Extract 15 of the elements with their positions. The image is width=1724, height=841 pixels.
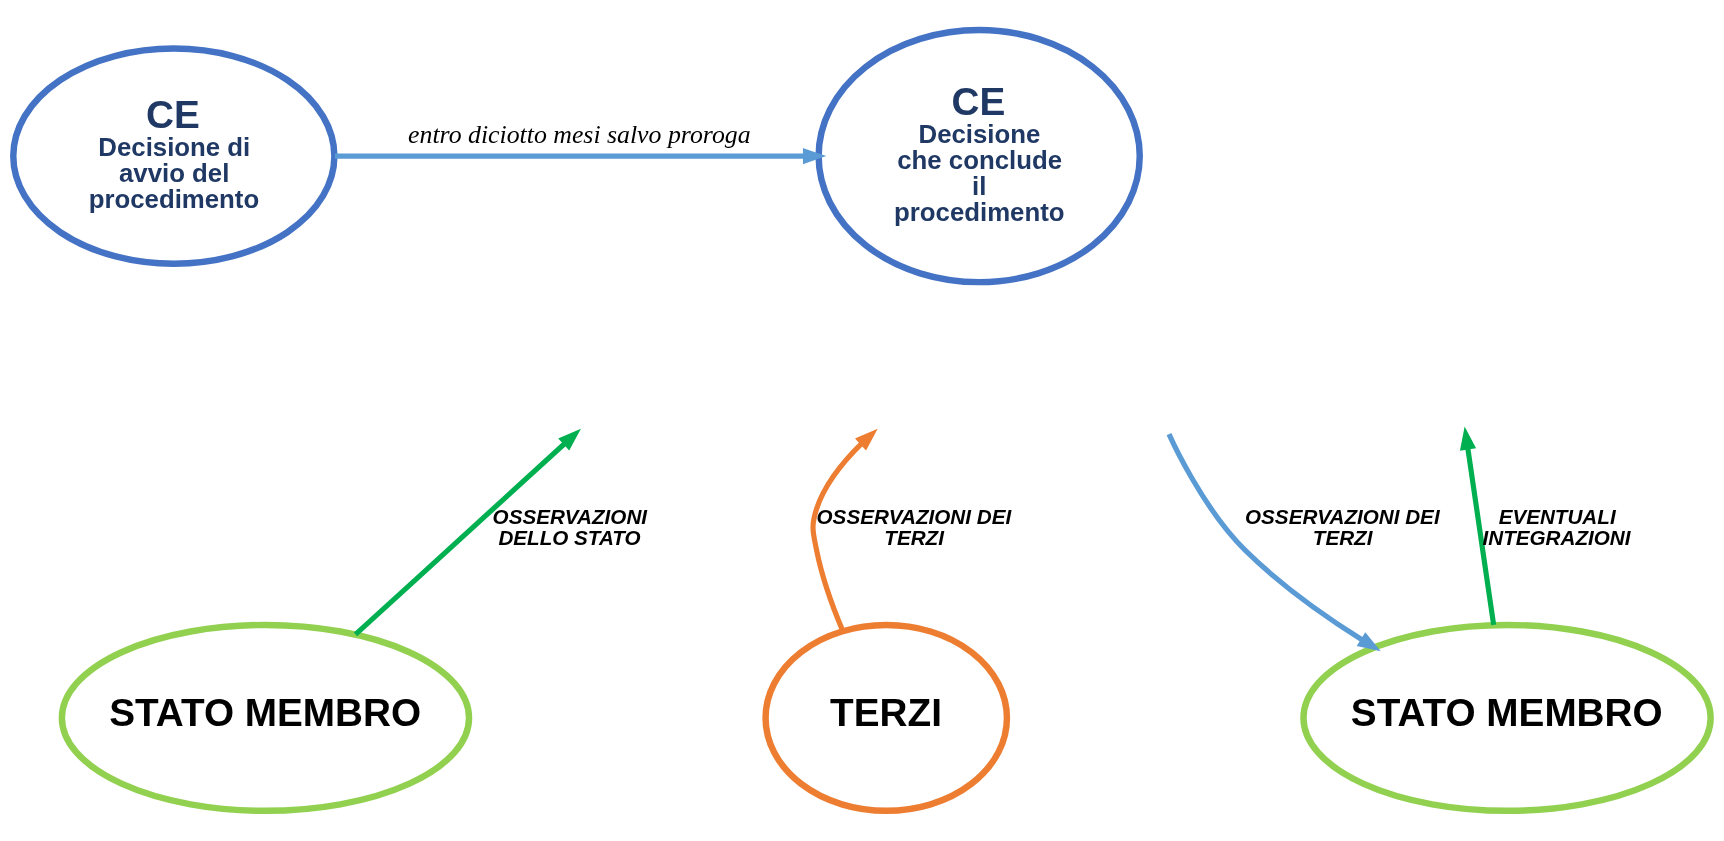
edge-label: OSSERVAZIONI DEI TERZI bbox=[816, 505, 1012, 549]
edge-label: EVENTUALI INTEGRAZIONI bbox=[1482, 505, 1631, 549]
node-ellipse: STATO MEMBRO bbox=[58, 621, 473, 815]
arrow bbox=[334, 147, 827, 165]
edge-label: OSSERVAZIONI DEI TERZI bbox=[1245, 505, 1440, 549]
arrow bbox=[353, 428, 581, 637]
edge-label: entro diciotto mesi salvo proroga bbox=[408, 120, 751, 150]
node-ellipse: STATO MEMBRO bbox=[1300, 621, 1714, 815]
arrow bbox=[1459, 426, 1497, 626]
node-ellipse: TERZI bbox=[762, 621, 1011, 815]
node-ellipse: CE Decisione che conclude il procedimento bbox=[815, 26, 1143, 286]
node-ellipse: CE Decisione di avvio del procedimento bbox=[10, 45, 338, 267]
arrow bbox=[810, 428, 878, 632]
arrow bbox=[1166, 433, 1381, 652]
edge-label: OSSERVAZIONI DELLO STATO bbox=[492, 505, 648, 549]
